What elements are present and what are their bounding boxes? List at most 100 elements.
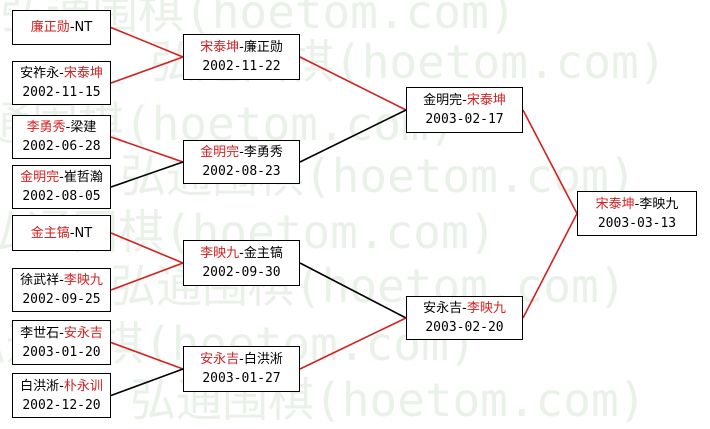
- player-one: 金明完: [20, 170, 60, 185]
- dash-separator: -: [239, 145, 244, 160]
- player-one: 金明完: [423, 93, 463, 108]
- player-two: 李勇秀: [243, 145, 283, 160]
- match-box-r3m2: 安永吉-李映九 2003-02-20: [406, 296, 523, 340]
- player-two: 李映九: [466, 301, 506, 316]
- match-players: 李勇秀-梁建: [27, 118, 97, 137]
- match-box-r2m4: 安永吉-白洪淅 2003-01-27: [183, 346, 300, 392]
- match-players: 安永吉-李映九: [423, 299, 506, 318]
- player-two: 白洪淅: [243, 352, 283, 367]
- player-one: 安永吉: [200, 352, 240, 367]
- player-one: 白洪淅: [20, 378, 60, 394]
- dash-separator: -: [65, 120, 71, 135]
- match-box-r2m3: 李映九-金主镐 2002-09-30: [183, 240, 300, 286]
- dash-separator: -: [634, 196, 640, 212]
- match-box-r3m1: 金明完-宋泰坤 2003-02-17: [406, 87, 523, 133]
- match-box-r1m2: 安祚永-宋泰坤 2002-11-15: [12, 61, 111, 105]
- dash-separator: -: [239, 40, 244, 55]
- match-players: 安祚永-宋泰坤: [20, 64, 103, 83]
- player-two: 李映九: [63, 273, 103, 288]
- dash-separator: -: [59, 66, 64, 81]
- connector-r1m1-r2m1: [110, 26, 184, 58]
- match-box-r1m1: 廉正勋-NT: [12, 10, 111, 45]
- dash-separator: -: [69, 20, 75, 35]
- dash-separator: -: [462, 301, 467, 316]
- player-one: 李映九: [200, 246, 240, 261]
- connector-r2m4-r3m2: [299, 317, 407, 370]
- dash-separator: -: [462, 93, 467, 108]
- match-players: 徐武祥-李映九: [20, 271, 103, 290]
- player-two: 廉正勋: [243, 40, 283, 55]
- match-players: 李映九-金主镐: [200, 244, 283, 263]
- player-one: 廉正勋: [30, 20, 70, 35]
- match-players: 白洪淅-朴永训: [20, 377, 103, 396]
- match-players: 金主镐-NT: [31, 224, 92, 243]
- match-box-r1m5: 金主镐-NT: [12, 215, 111, 251]
- match-date: 2003-01-20: [22, 344, 101, 360]
- connector-r3m1-final: [522, 109, 578, 214]
- dash-separator: -: [59, 325, 64, 341]
- match-players: 安永吉-白洪淅: [200, 350, 283, 369]
- match-players: 宋泰坤-李映九: [596, 195, 679, 214]
- match-date: 2002-11-15: [22, 85, 101, 100]
- match-box-r1m3: 李勇秀-梁建 2002-06-28: [12, 115, 111, 159]
- player-two: 李映九: [639, 196, 679, 212]
- player-two: 宋泰坤: [63, 66, 103, 81]
- player-one: 李勇秀: [26, 120, 66, 135]
- match-date: 2002-08-23: [202, 164, 281, 179]
- player-one: 徐武祥: [20, 273, 60, 288]
- dash-separator: -: [59, 273, 64, 288]
- player-two: 崔哲瀚: [63, 170, 103, 185]
- player-two: NT: [74, 225, 93, 241]
- match-date: 2002-12-20: [22, 397, 101, 413]
- player-two: 金主镐: [243, 246, 283, 261]
- match-date: 2003-02-20: [425, 320, 504, 335]
- match-date: 2002-11-22: [202, 59, 281, 74]
- player-two: NT: [74, 20, 93, 35]
- player-two: 安永吉: [63, 325, 103, 341]
- connector-r1m2-r2m1: [110, 56, 184, 84]
- player-one: 宋泰坤: [595, 196, 635, 212]
- match-players: 李世石-安永吉: [20, 324, 103, 343]
- connector-r1m3-r2m2: [110, 136, 184, 163]
- match-players: 宋泰坤-廉正勋: [200, 38, 283, 57]
- connector-r3m2-final: [522, 213, 578, 319]
- match-date: 2002-09-25: [22, 292, 101, 307]
- match-date: 2003-02-17: [425, 112, 504, 127]
- match-box-r2m2: 金明完-李勇秀 2002-08-23: [183, 140, 300, 184]
- match-date: 2002-06-28: [22, 139, 101, 154]
- match-players: 廉正勋-NT: [31, 18, 92, 37]
- match-box-r2m1: 宋泰坤-廉正勋 2002-11-22: [183, 34, 300, 80]
- connector-r2m2-r3m1: [299, 109, 407, 163]
- match-date: 2002-09-30: [202, 265, 281, 280]
- connector-r1m4-r2m2: [110, 161, 184, 188]
- player-two: 朴永训: [63, 378, 103, 394]
- connector-r2m1-r3m1: [299, 56, 407, 111]
- connector-r1m8-r2m4: [110, 368, 184, 397]
- match-date: 2003-01-27: [202, 371, 281, 386]
- player-one: 宋泰坤: [200, 40, 240, 55]
- match-players: 金明完-宋泰坤: [423, 91, 506, 110]
- match-date: 2003-03-13: [597, 215, 677, 231]
- player-two: 宋泰坤: [466, 93, 506, 108]
- connector-r1m7-r2m4: [110, 341, 184, 370]
- player-one: 金明完: [200, 145, 240, 160]
- player-one: 李世石: [20, 325, 60, 341]
- match-box-r1m6: 徐武祥-李映九 2002-09-25: [12, 268, 111, 312]
- match-players: 金明完-崔哲瀚: [20, 168, 103, 187]
- connector-r1m6-r2m3: [110, 262, 184, 291]
- dash-separator: -: [59, 378, 64, 394]
- connector-r2m3-r3m2: [299, 262, 407, 319]
- player-one: 金主镐: [30, 225, 70, 241]
- match-players: 金明完-李勇秀: [200, 143, 283, 162]
- dash-separator: -: [239, 246, 244, 261]
- dash-separator: -: [69, 225, 75, 241]
- connector-r1m5-r2m3: [110, 232, 184, 264]
- dash-separator: -: [239, 352, 244, 367]
- dash-separator: -: [59, 170, 64, 185]
- player-one: 安祚永: [20, 66, 60, 81]
